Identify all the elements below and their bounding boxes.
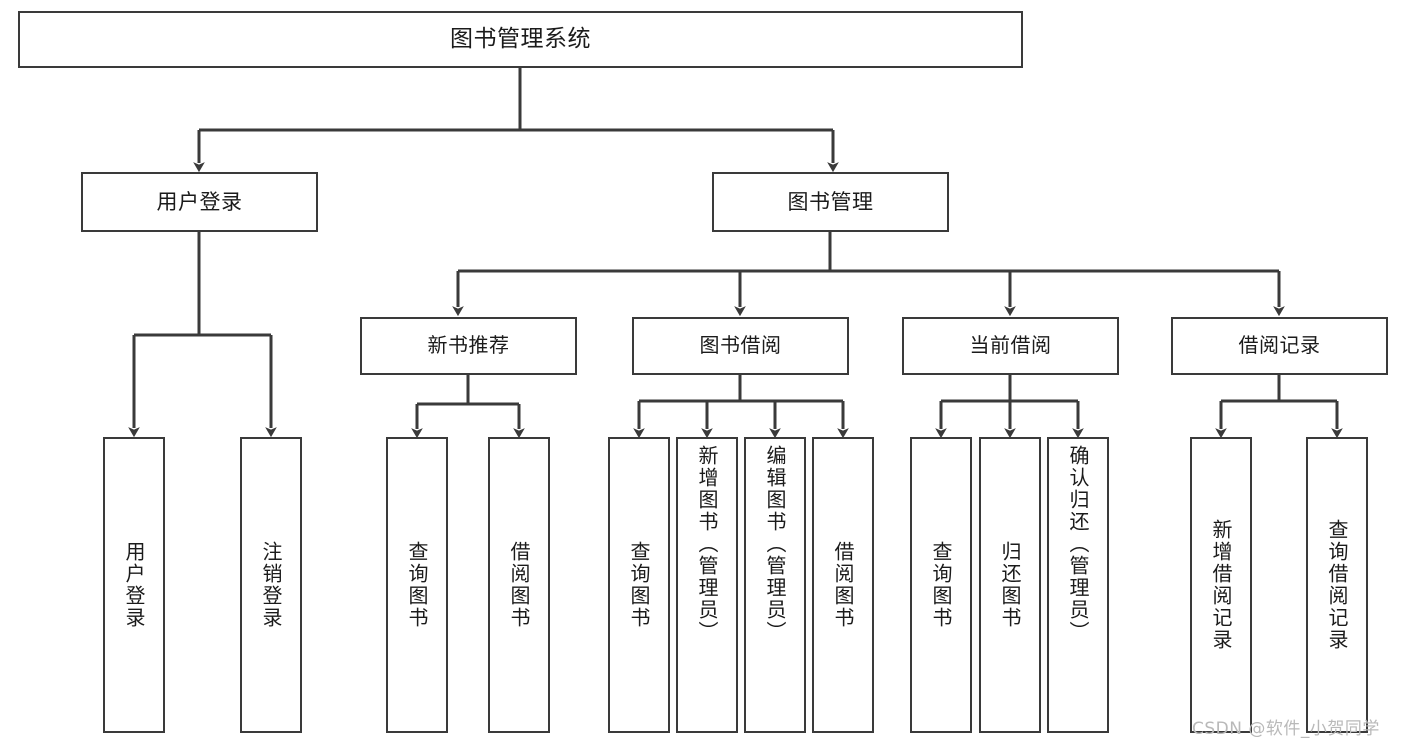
- node-label: 图书管理系统: [450, 25, 591, 52]
- node-root-system[interactable]: 图书管理系统: [18, 11, 1023, 68]
- leaf-add-book-admin[interactable]: 新增图书（管理员）: [676, 437, 738, 733]
- leaf-confirm-return-admin[interactable]: 确认归还（管理员）: [1047, 437, 1109, 733]
- node-label: 确认归还（管理员）: [1066, 445, 1090, 643]
- node-new-book-recommend[interactable]: 新书推荐: [360, 317, 577, 375]
- node-label: 当前借阅: [969, 333, 1052, 358]
- node-label: 归还图书: [998, 541, 1022, 629]
- node-book-borrow[interactable]: 图书借阅: [632, 317, 849, 375]
- leaf-borrow-book-recommend[interactable]: 借阅图书: [488, 437, 550, 733]
- node-label: 用户登录: [156, 189, 243, 214]
- node-label: 注销登录: [259, 541, 283, 629]
- node-label: 编辑图书（管理员）: [763, 445, 787, 643]
- node-label: 借阅记录: [1238, 333, 1321, 358]
- node-label: 借阅图书: [831, 541, 855, 629]
- node-label: 查询借阅记录: [1325, 519, 1349, 651]
- leaf-query-book-borrow[interactable]: 查询图书: [608, 437, 670, 733]
- leaf-user-login[interactable]: 用户登录: [103, 437, 165, 733]
- node-label: 查询图书: [929, 541, 953, 629]
- leaf-query-book-recommend[interactable]: 查询图书: [386, 437, 448, 733]
- leaf-return-book[interactable]: 归还图书: [979, 437, 1041, 733]
- leaf-add-borrow-record[interactable]: 新增借阅记录: [1190, 437, 1252, 733]
- node-label: 图书借阅: [699, 333, 782, 358]
- node-book-management[interactable]: 图书管理: [712, 172, 949, 232]
- node-user-login[interactable]: 用户登录: [81, 172, 318, 232]
- leaf-logout[interactable]: 注销登录: [240, 437, 302, 733]
- node-label: 图书管理: [787, 189, 874, 214]
- leaf-query-book-current[interactable]: 查询图书: [910, 437, 972, 733]
- node-label: 查询图书: [405, 541, 429, 629]
- leaf-edit-book-admin[interactable]: 编辑图书（管理员）: [744, 437, 806, 733]
- node-borrow-record[interactable]: 借阅记录: [1171, 317, 1388, 375]
- node-label: 查询图书: [627, 541, 651, 629]
- leaf-query-borrow-record[interactable]: 查询借阅记录: [1306, 437, 1368, 733]
- node-label: 用户登录: [122, 541, 146, 629]
- node-label: 借阅图书: [507, 541, 531, 629]
- node-current-borrow[interactable]: 当前借阅: [902, 317, 1119, 375]
- node-label: 新增借阅记录: [1209, 519, 1233, 651]
- leaf-borrow-book[interactable]: 借阅图书: [812, 437, 874, 733]
- node-label: 新书推荐: [427, 333, 510, 358]
- node-label: 新增图书（管理员）: [695, 445, 719, 643]
